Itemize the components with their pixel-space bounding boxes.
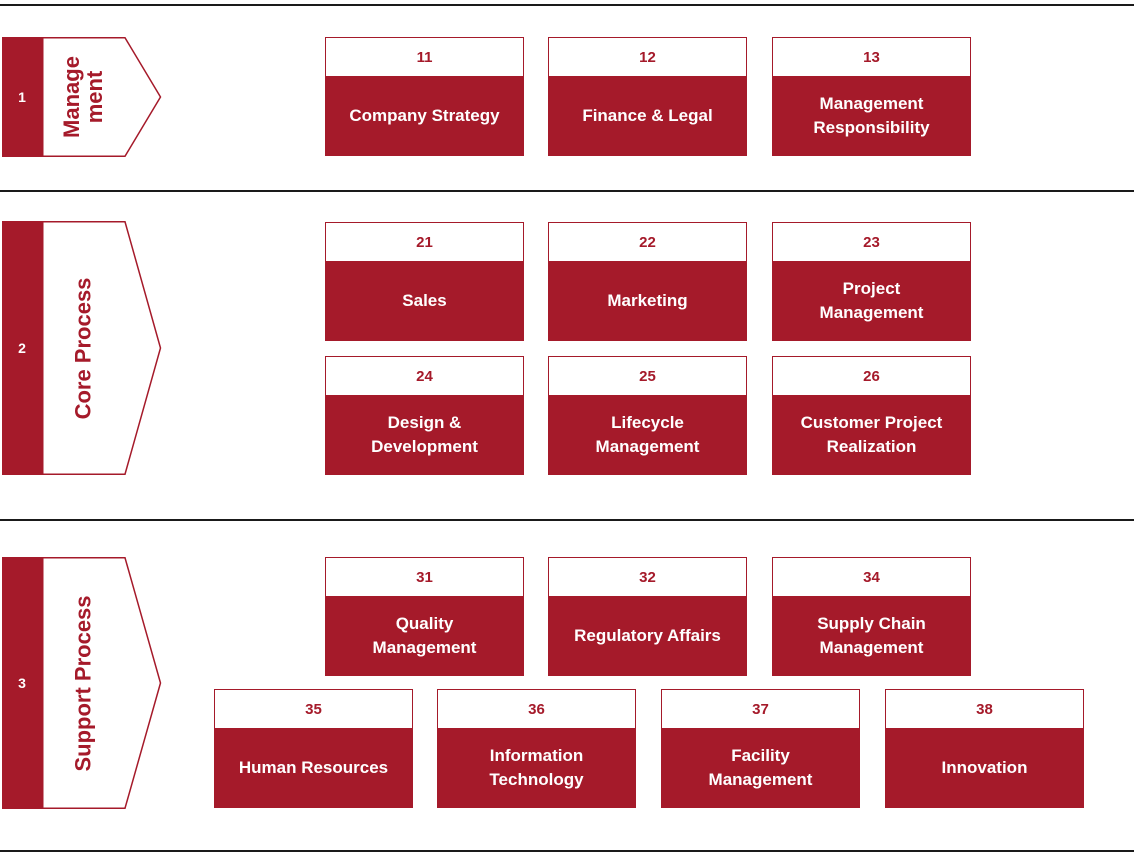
- process-name: Marketing: [607, 290, 688, 310]
- divider-2: [0, 519, 1134, 521]
- divider-top: [0, 4, 1134, 6]
- process-name: Lifecycle Management: [595, 412, 700, 456]
- process-box-35[interactable]: 35 Human Resources: [214, 689, 413, 808]
- process-name: Project Management: [819, 278, 924, 322]
- process-name: Supply Chain Management: [817, 613, 926, 657]
- process-name: Finance & Legal: [582, 105, 713, 125]
- process-box-23[interactable]: 23 Project Management: [772, 222, 971, 341]
- process-code: 36: [438, 690, 635, 728]
- process-name: Regulatory Affairs: [574, 625, 721, 645]
- process-name: Design & Development: [371, 412, 478, 456]
- process-code: 12: [549, 38, 746, 76]
- process-code: 13: [773, 38, 970, 76]
- process-code: 11: [326, 38, 523, 76]
- process-code: 37: [662, 690, 859, 728]
- process-name: Facility Management: [708, 745, 813, 789]
- process-code: 34: [773, 558, 970, 596]
- band-label: Core Process: [70, 277, 96, 419]
- band-arrow: Support Process: [42, 557, 162, 809]
- process-name: Company Strategy: [349, 105, 500, 125]
- process-name: Innovation: [941, 757, 1028, 777]
- process-box-25[interactable]: 25 Lifecycle Management: [548, 356, 747, 475]
- divider-1: [0, 190, 1134, 192]
- band-arrow: Manage ment: [42, 37, 162, 157]
- process-code: 38: [886, 690, 1083, 728]
- process-code: 32: [549, 558, 746, 596]
- band-arrow: Core Process: [42, 221, 162, 475]
- process-box-22[interactable]: 22 Marketing: [548, 222, 747, 341]
- process-box-32[interactable]: 32 Regulatory Affairs: [548, 557, 747, 676]
- band-number: 1: [2, 37, 42, 157]
- chevron-arrow-icon: [42, 37, 162, 157]
- process-box-31[interactable]: 31 Quality Management: [325, 557, 524, 676]
- process-name: Quality Management: [372, 613, 477, 657]
- process-code: 23: [773, 223, 970, 261]
- process-code: 21: [326, 223, 523, 261]
- band-label: Manage ment: [59, 56, 108, 138]
- process-box-37[interactable]: 37 Facility Management: [661, 689, 860, 808]
- process-box-36[interactable]: 36 Information Technology: [437, 689, 636, 808]
- process-box-11[interactable]: 11 Company Strategy: [325, 37, 524, 156]
- process-code: 31: [326, 558, 523, 596]
- process-box-21[interactable]: 21 Sales: [325, 222, 524, 341]
- process-code: 25: [549, 357, 746, 395]
- process-box-26[interactable]: 26 Customer Project Realization: [772, 356, 971, 475]
- process-name: Information Technology: [489, 745, 584, 789]
- process-code: 26: [773, 357, 970, 395]
- band-number: 2: [2, 221, 42, 475]
- process-name: Sales: [402, 290, 447, 310]
- process-name: Management Responsibility: [813, 93, 930, 137]
- chevron-arrow-icon: [42, 221, 162, 475]
- process-box-38[interactable]: 38 Innovation: [885, 689, 1084, 808]
- process-code: 22: [549, 223, 746, 261]
- process-box-13[interactable]: 13 Management Responsibility: [772, 37, 971, 156]
- band-number: 3: [2, 557, 42, 809]
- process-name: Human Resources: [238, 757, 389, 777]
- process-code: 35: [215, 690, 412, 728]
- process-name: Customer Project Realization: [800, 412, 943, 456]
- process-code: 24: [326, 357, 523, 395]
- process-box-24[interactable]: 24 Design & Development: [325, 356, 524, 475]
- process-box-12[interactable]: 12 Finance & Legal: [548, 37, 747, 156]
- band-label: Support Process: [70, 594, 96, 772]
- divider-bottom: [0, 850, 1134, 852]
- chevron-arrow-icon: [42, 557, 162, 809]
- process-box-34[interactable]: 34 Supply Chain Management: [772, 557, 971, 676]
